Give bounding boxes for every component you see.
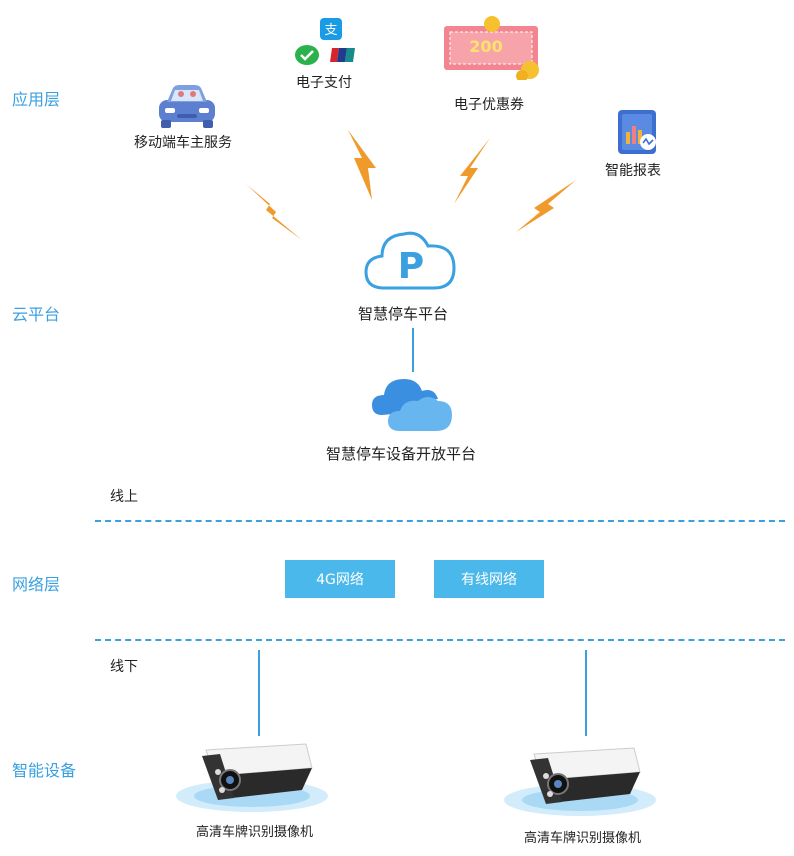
network-4g-label: 4G网络	[316, 572, 364, 588]
platform-label: 智慧停车平台	[358, 305, 449, 323]
camera-connector-line	[258, 650, 260, 736]
network-4g-box: 4G网络	[285, 560, 395, 598]
layer-label-app: 应用层	[12, 90, 61, 109]
camera-icon	[500, 746, 660, 818]
parking-letter: P	[398, 246, 424, 287]
car-icon	[155, 82, 219, 130]
layer-label-network: 网络层	[12, 575, 61, 594]
open-platform-label: 智慧停车设备开放平台	[326, 445, 477, 463]
lightning-icon	[514, 178, 578, 234]
report-label: 智能报表	[605, 163, 661, 179]
offline-label: 线下	[110, 659, 138, 675]
coupon-icon: 200	[442, 14, 546, 80]
cloud-icon	[370, 375, 454, 433]
camera-connector-line	[585, 650, 587, 736]
lightning-icon	[450, 136, 494, 206]
wechat-pay-icon	[294, 44, 320, 66]
coupon-label: 电子优惠券	[454, 97, 524, 113]
report-icon	[616, 108, 660, 156]
online-divider	[95, 520, 785, 522]
lightning-icon	[344, 128, 378, 202]
layer-label-cloud: 云平台	[12, 305, 61, 324]
unionpay-icon	[330, 46, 356, 64]
online-label: 线上	[110, 489, 138, 505]
coupon-amount: 200	[469, 37, 502, 56]
camera-2-label: 高清车牌识别摄像机	[524, 831, 642, 846]
payment-label: 电子支付	[296, 75, 352, 91]
camera-1-label: 高清车牌识别摄像机	[196, 825, 314, 840]
parking-cloud-icon: P	[362, 224, 460, 292]
network-wired-label: 有线网络	[461, 572, 517, 588]
layer-label-devices: 智能设备	[12, 761, 77, 780]
camera-icon	[172, 742, 332, 814]
network-wired-box: 有线网络	[434, 560, 544, 598]
offline-divider	[95, 639, 785, 641]
alipay-icon: 支	[320, 18, 342, 40]
mobile-service-label: 移动端车主服务	[134, 135, 232, 151]
platform-connector-line	[412, 328, 414, 372]
lightning-icon	[244, 182, 304, 242]
svg-text:支: 支	[324, 23, 337, 38]
